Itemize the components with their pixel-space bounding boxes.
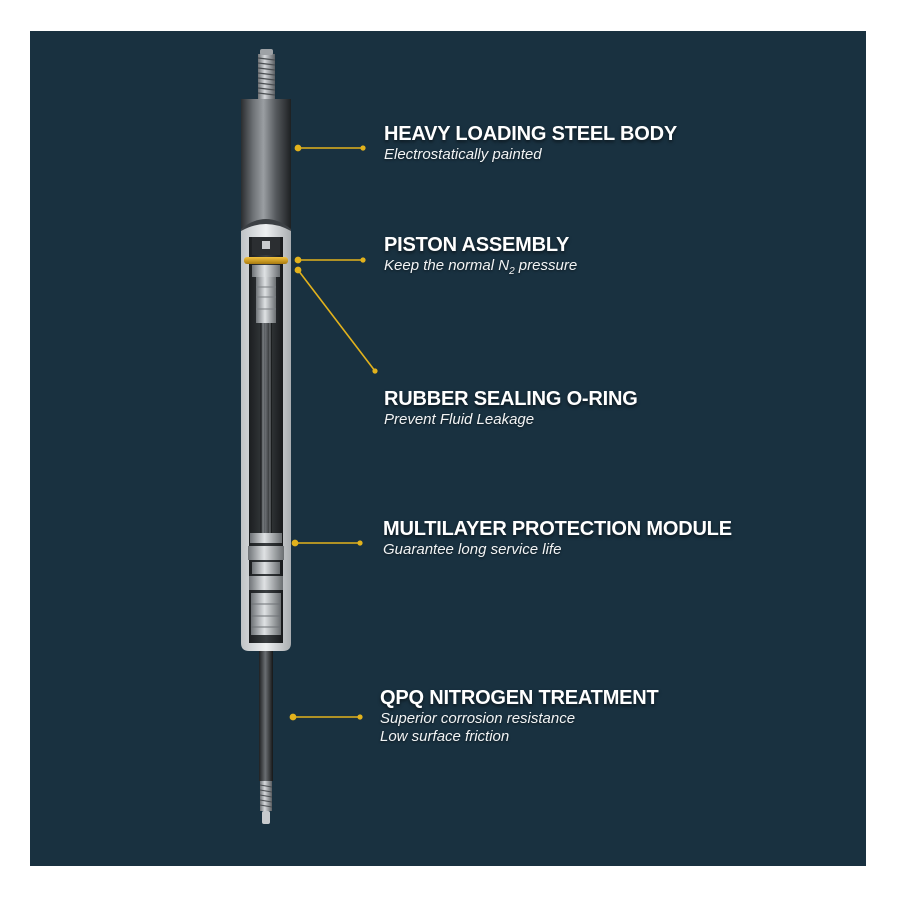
callout-multilayer-module: MULTILAYER PROTECTION MODULE Guarantee l… xyxy=(383,517,732,559)
callout-title: RUBBER SEALING O-RING xyxy=(384,388,638,410)
leader-lines xyxy=(289,144,378,721)
piston-rod xyxy=(259,651,273,824)
diagram-panel: HEAVY LOADING STEEL BODY Electrostatical… xyxy=(30,31,866,866)
callout-description: Prevent Fluid Leakage xyxy=(384,411,535,428)
desc-suffix: pressure xyxy=(514,257,578,274)
callout-description: Low surface friction xyxy=(380,728,510,745)
callout-title: PISTON ASSEMBLY xyxy=(384,234,570,256)
steel-body xyxy=(241,99,291,229)
callout-description: Guarantee long service life xyxy=(383,541,562,558)
desc-prefix: Keep the normal N xyxy=(384,257,510,274)
cutaway-section xyxy=(241,224,291,651)
multilayer-module xyxy=(248,533,284,635)
callout-title: HEAVY LOADING STEEL BODY xyxy=(384,123,678,145)
callout-description: Keep the normal N2 pressure xyxy=(384,257,578,277)
o-ring xyxy=(244,257,288,264)
desc-subscript: 2 xyxy=(509,266,515,277)
callout-description: Superior corrosion resistance xyxy=(380,710,576,727)
threaded-stud-top xyxy=(257,49,276,100)
callout-piston-assembly: PISTON ASSEMBLY Keep the normal N2 press… xyxy=(384,233,578,277)
gas-spring-illustration xyxy=(241,49,378,824)
callout-o-ring: RUBBER SEALING O-RING Prevent Fluid Leak… xyxy=(384,387,638,429)
callout-title: QPQ NITROGEN TREATMENT xyxy=(380,687,659,709)
callout-title: MULTILAYER PROTECTION MODULE xyxy=(383,518,732,540)
callout-description: Electrostatically painted xyxy=(384,146,542,163)
callout-steel-body: HEAVY LOADING STEEL BODY Electrostatical… xyxy=(384,122,677,164)
callout-qpq-treatment: QPQ NITROGEN TREATMENT Superior corrosio… xyxy=(380,686,659,746)
